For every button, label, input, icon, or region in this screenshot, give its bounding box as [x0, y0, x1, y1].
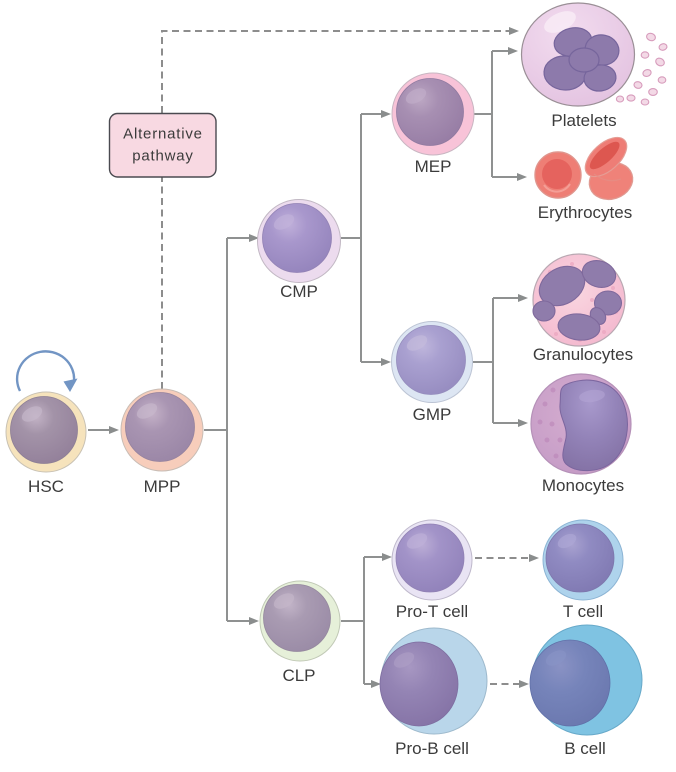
svg-text:MPP: MPP	[144, 477, 181, 496]
svg-text:CLP: CLP	[282, 666, 315, 685]
svg-text:Pro-T cell: Pro-T cell	[396, 602, 468, 621]
svg-text:Monocytes: Monocytes	[542, 476, 624, 495]
svg-text:pathway: pathway	[132, 148, 193, 165]
svg-text:MEP: MEP	[415, 157, 452, 176]
svg-text:Granulocytes: Granulocytes	[533, 345, 633, 364]
svg-text:B cell: B cell	[564, 739, 606, 758]
svg-text:T cell: T cell	[563, 602, 603, 621]
svg-text:HSC: HSC	[28, 477, 64, 496]
svg-text:Platelets: Platelets	[551, 111, 616, 130]
svg-text:CMP: CMP	[280, 282, 318, 301]
svg-text:Pro-B cell: Pro-B cell	[395, 739, 469, 758]
svg-text:GMP: GMP	[413, 405, 452, 424]
svg-text:Erythrocytes: Erythrocytes	[538, 203, 632, 222]
svg-text:Alternative: Alternative	[123, 126, 203, 143]
